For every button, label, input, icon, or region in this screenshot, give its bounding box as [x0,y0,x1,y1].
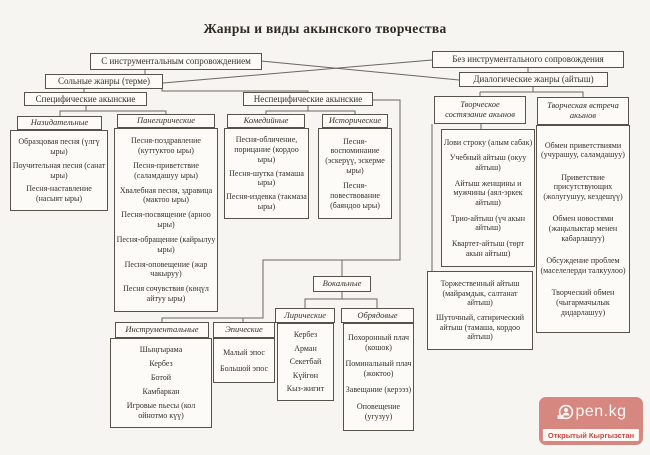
node-label: Диалогические жанры (айтыш) [473,74,594,85]
node-dialogic-genres: Диалогические жанры (айтыш) [459,72,608,87]
list-item: Песня-воспоминание (эскерүү, эскерме ыры… [325,136,385,175]
header-label: Обрядовые [357,309,398,320]
list-instrumentalnye: Шыңгырама Кербез Ботой Камбаркан Игровые… [110,338,212,428]
node-specific-akyn: Специфические акынские [24,92,147,106]
list-item: Песня сочувствия (көңүл айтуу ыры) [123,284,209,304]
list-item: Малый эпос [223,347,265,357]
list-item: Завещание (керээз) [345,385,412,395]
list-istoricheskie: Песня-воспоминание (эскерүү, эскерме ыры… [318,128,392,219]
header-label: Творческое состязание акынов [445,99,515,119]
list-contest-extra: Торжественный айтыш (майрамдык, салтанат… [427,271,533,350]
list-item: Песня-поздравление (куттуктоо ыры) [131,136,201,155]
pen-kg-watermark: pen.kg Открытый Кыргызстан [539,397,643,445]
header-instrumentalnye: Инструментальные [115,322,209,338]
list-item: Шуточный, сатирический айтыш (тамаша, ко… [435,312,525,342]
list-item: Песня-обличение, порицание (кордоо ыры) [234,135,299,164]
list-panegiricheskie: Песня-поздравление (куттуктоо ыры) Песня… [114,128,218,312]
list-item: Лови строку (алым сабак) [443,137,533,147]
header-panegiricheskie: Панегирические [117,114,215,128]
list-item: Игровые пьесы (кол ойнотмо күү) [126,401,196,420]
list-item: Шыңгырама [139,345,183,355]
list-item: Поминальный плач (жоктоо) [345,359,412,378]
list-item: Кербез [293,329,318,339]
list-epicheskie: Малый эпос Большой эпос [213,338,275,383]
header-label: Вокальные [322,278,362,289]
header-label: Инструментальные [125,324,199,335]
list-item: Ботой [150,373,172,383]
list-item: Поучительная песня (санат ыры) [12,160,106,180]
list-item: Оповещение (угузуу) [356,401,401,421]
header-meeting: Творческая встреча акынов [537,97,629,125]
list-item: Образцовая песня (үлгү ыры) [18,137,100,156]
header-contest: Творческое состязание акынов [434,96,526,124]
node-without-instrumental: Без инструментального сопровождения [432,51,624,68]
person-circle-icon [557,404,574,421]
list-item: Торжественный айтыш (майрамдык, салтанат… [440,278,520,308]
list-item: Кыз-жигит [286,384,325,394]
list-liricheskie: Кербез Арман Секетбай Күйгөн Кыз-жигит [277,323,334,401]
header-nazidatelnye: Назидательные [17,116,102,130]
node-with-instrumental: С инструментальным сопровождением [90,53,262,70]
list-nazidatelnye: Образцовая песня (үлгү ыры) Поучительная… [10,130,108,211]
header-obryadovye: Обрядовые [341,308,414,323]
header-komediynye: Комедийные [227,114,305,128]
node-label: Неспецифические акынские [253,93,363,104]
node-solo-genres: Сольные жанры (терме) [45,74,163,89]
list-item: Песня-оповещение (жар чакыруу) [124,259,208,279]
header-istoricheskie: Исторические [322,114,388,128]
list-item: Арман [294,343,317,353]
list-item: Камбаркан [142,387,180,397]
list-item: Песня-посвящение (арноо ыры) [121,210,211,229]
header-label: Исторические [328,115,382,126]
diagram-title: Жанры и виды акынского творчества [203,21,447,36]
list-item: Приветствие присутствующих (жолугушуу, к… [543,172,623,202]
list-contest-main: Лови строку (алым сабак) Учебный айтыш (… [441,129,535,267]
list-item: Песня-шутка (тамаша ыры) [229,168,304,188]
list-item: Обсуждение проблем (маселелерди талкууло… [540,256,626,275]
list-item: Песня-обращение (кайрылуу ыры) [116,234,216,254]
header-label: Назидательные [30,117,89,128]
watermark-brand: pen.kg [575,403,627,420]
list-meeting: Обмен приветствиями (учурашуу, саламдашу… [536,125,630,333]
list-item: Песня-издевка (такмаза ыры) [226,192,307,212]
header-liricheskie: Лирические [275,308,335,323]
list-item: Похоронный плач (кошок) [347,332,410,352]
list-item: Творческий обмен (чыгармачылык дидарлашу… [551,288,615,317]
list-obryadovye: Похоронный плач (кошок) Поминальный плач… [343,323,414,431]
header-label: Эпические [225,324,263,335]
header-label: Творческая встреча акынов [547,100,619,120]
header-vokalnye: Вокальные [313,276,371,292]
header-label: Панегирические [137,115,195,126]
list-item: Песня-приветствие (саламдашуу ыры) [133,160,199,180]
node-label: Сольные жанры (терме) [58,76,150,87]
header-label: Комедийные [243,115,289,126]
list-item: Кербез [149,359,173,369]
list-item: Күйгөн [292,370,319,380]
watermark-tagline: Открытый Кыргызстан [542,429,640,441]
node-label: Специфические акынские [35,93,136,104]
list-item: Песня-наставление (насыят ыры) [26,184,92,204]
node-label: С инструментальным сопровождением [101,56,251,67]
list-item: Квартет-айтыш (төрт акын айтыш) [451,238,525,258]
list-komediynye: Песня-обличение, порицание (кордоо ыры) … [224,128,309,219]
list-item: Большой эпос [219,363,269,373]
node-nonspecific-akyn: Неспецифические акынские [243,92,373,106]
list-item: Обмен новостями (жаңылыктар менен кабарл… [548,214,618,243]
list-item: Айтыш женщины и мужчины (аял-эркек айтыш… [453,178,523,208]
list-item: Песня-повествование (баяндоо ыры) [330,181,380,210]
list-item: Обмен приветствиями (учурашуу, саламдашу… [541,140,625,160]
list-item: Хвалебная песня, здравица (мактоо ыры) [119,185,213,205]
header-epicheskie: Эпические [213,322,275,338]
header-label: Лирические [284,309,326,320]
list-item: Учебный айтыш (окуу айтыш) [449,153,527,172]
list-item: Секетбай [289,357,322,367]
node-label: Без инструментального сопровождения [452,54,604,65]
watermark-brand-row: pen.kg [545,403,639,421]
list-item: Трио-айтыш (үч акын айтыш) [450,213,526,233]
